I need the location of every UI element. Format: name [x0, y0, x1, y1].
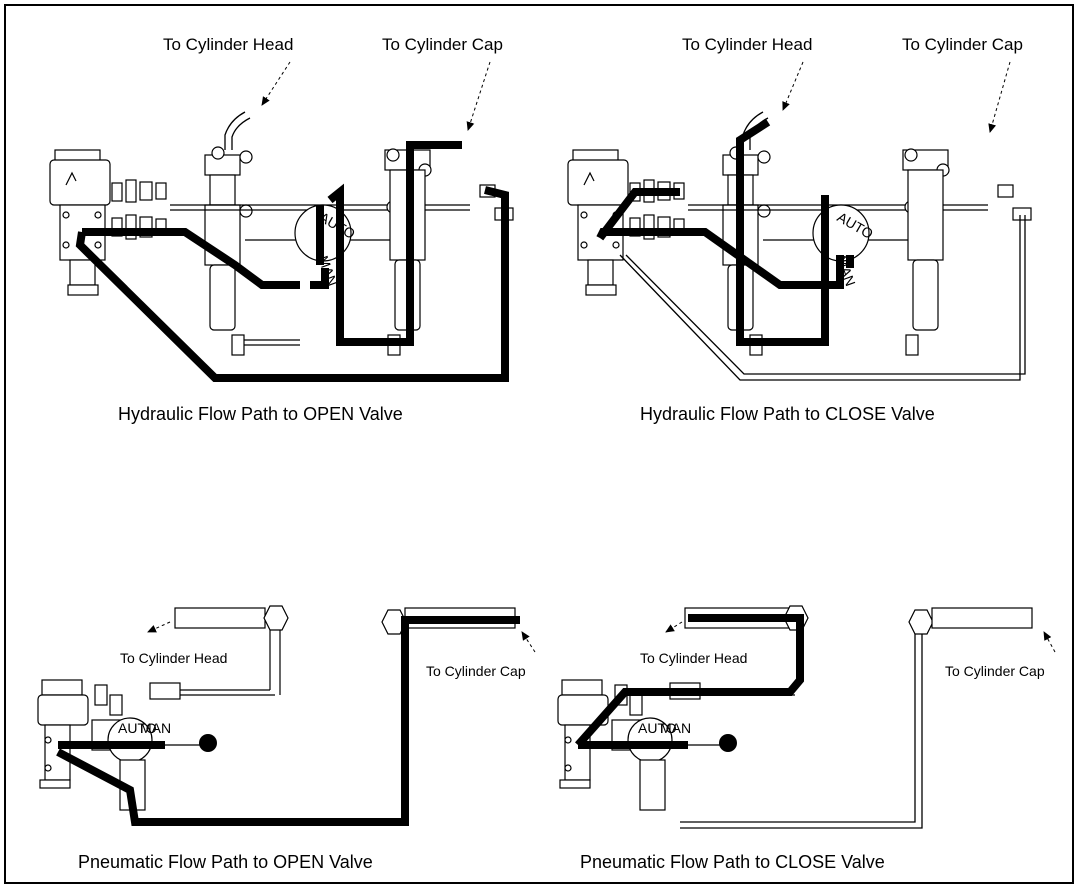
selector-man-label: MAN	[140, 720, 171, 736]
flow-line-head	[575, 614, 804, 748]
label-to-cylinder-cap: To Cylinder Cap	[426, 663, 526, 679]
caption-hydraulic-close: Hydraulic Flow Path to CLOSE Valve	[640, 404, 935, 424]
panel-hydraulic-close: To Cylinder Head To Cylinder Cap AUTO MA…	[567, 35, 1032, 424]
label-to-cylinder-head: To Cylinder Head	[640, 650, 747, 666]
arrow-head-pointer	[782, 61, 804, 111]
selector-auto-label: AUTO	[638, 720, 677, 736]
flow-line-supply	[596, 188, 680, 241]
arrow-cap-pointer	[521, 631, 536, 653]
panel-hydraulic-open: To Cylinder Head To Cylinder Cap AUTO MA…	[49, 35, 514, 424]
idle-cap-pipe	[680, 634, 916, 823]
label-to-cylinder-head: To Cylinder Head	[682, 35, 812, 54]
caption-pneumatic-open: Pneumatic Flow Path to OPEN Valve	[78, 852, 373, 872]
label-to-cylinder-cap: To Cylinder Cap	[945, 663, 1045, 679]
arrow-cap-pointer	[466, 61, 491, 131]
idle-cap-pipe-outer	[680, 634, 923, 829]
panel-pneumatic-close: To Cylinder Head To Cylinder Cap AUTO MA…	[557, 605, 1056, 872]
arrow-head-pointer	[261, 61, 291, 106]
panel-pneumatic-open: To Cylinder Head To Cylinder Cap AUTO MA…	[37, 605, 536, 872]
selector-man-label: MAN	[660, 720, 691, 736]
flow-line-return	[75, 186, 509, 382]
cylinder-cap-tube	[931, 607, 1033, 629]
selector-auto-label: AUTO	[118, 720, 157, 736]
arrow-cap-pointer	[1043, 631, 1056, 653]
label-to-cylinder-head: To Cylinder Head	[163, 35, 293, 54]
label-to-cylinder-cap: To Cylinder Cap	[902, 35, 1023, 54]
arrow-head-pointer	[147, 621, 171, 633]
flow-line-cap	[310, 141, 462, 346]
diagram-frame	[4, 4, 1074, 884]
arrow-cap-pointer	[988, 61, 1011, 133]
caption-pneumatic-close: Pneumatic Flow Path to CLOSE Valve	[580, 852, 885, 872]
label-to-cylinder-cap: To Cylinder Cap	[382, 35, 503, 54]
cylinder-head-tube	[174, 607, 266, 629]
flow-line-cap	[56, 616, 520, 826]
idle-return-pipe-outer	[625, 215, 1026, 375]
label-to-cylinder-head: To Cylinder Head	[120, 650, 227, 666]
flow-line-supply	[82, 228, 300, 289]
flow-line-head	[736, 118, 829, 346]
caption-hydraulic-open: Hydraulic Flow Path to OPEN Valve	[118, 404, 403, 424]
idle-return-pipe	[619, 215, 1021, 381]
arrow-head-pointer	[665, 621, 683, 633]
